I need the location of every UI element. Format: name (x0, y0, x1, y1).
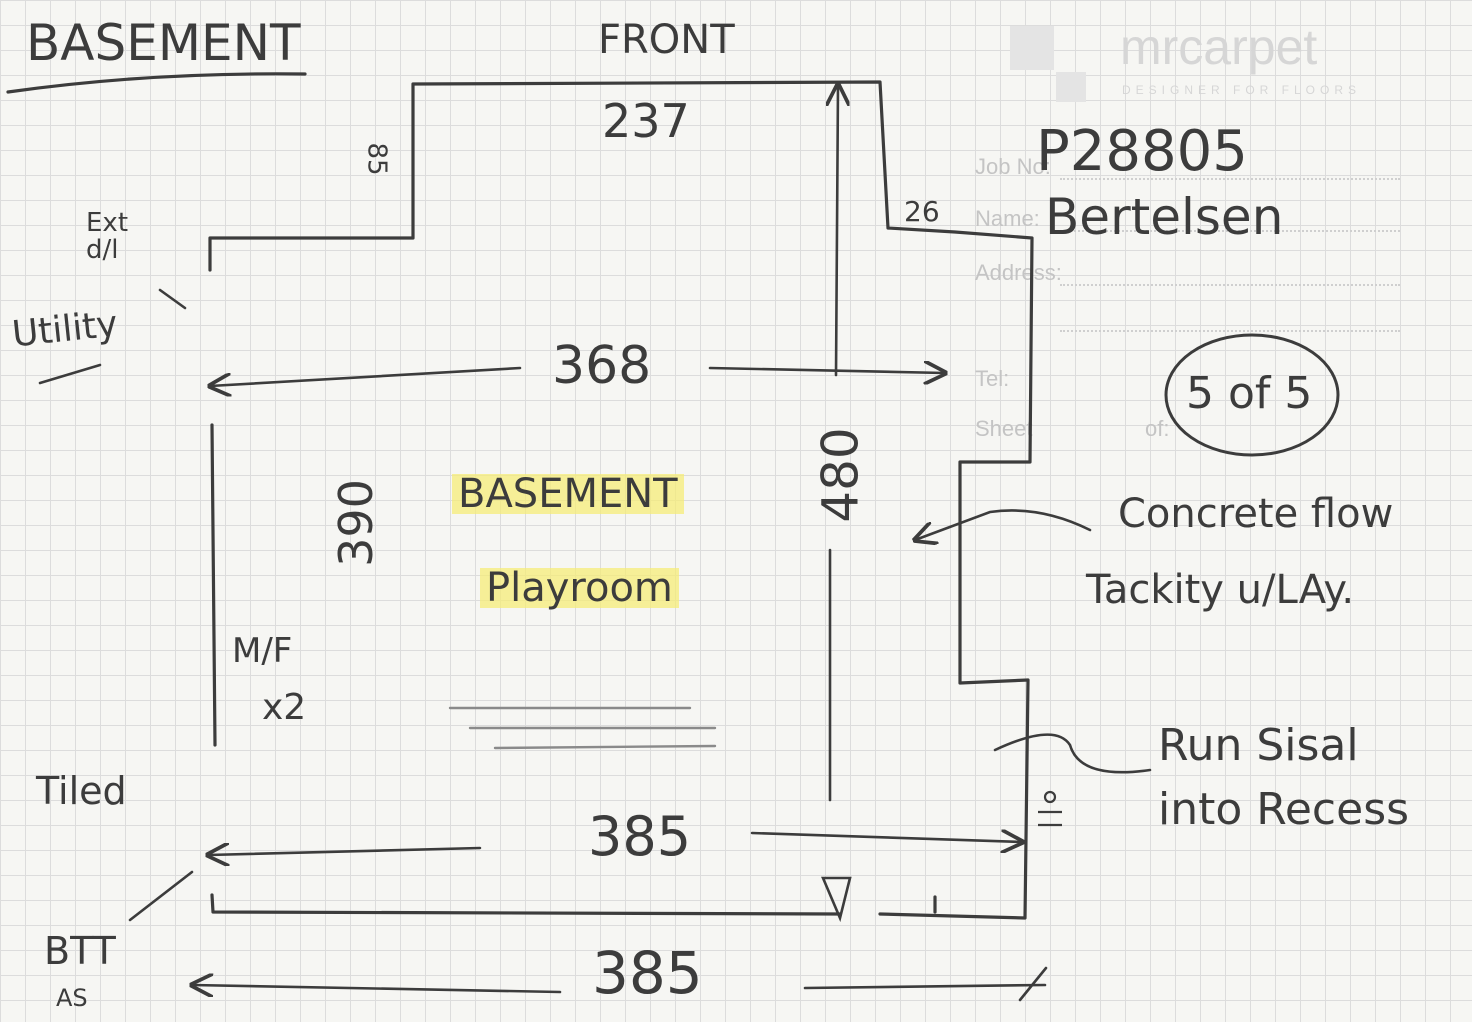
dim-width-lower: 385 (588, 805, 692, 868)
btt-callout-line (128, 870, 194, 922)
dim-368-left-arrow (210, 366, 522, 386)
dim-front-depth: 85 (361, 142, 392, 176)
plan-title: BASEMENT (26, 14, 301, 72)
job-no-line (1060, 178, 1400, 180)
tel-label: Tel: (975, 366, 1010, 391)
sheet-number: 5 of 5 (1186, 368, 1313, 419)
door-mf-note: M/F (232, 631, 293, 671)
brand-logo-square (1010, 26, 1054, 70)
ext-door-callout (158, 288, 187, 310)
room-outline-bottom-wall (210, 893, 842, 916)
sheet-label: Sheet (975, 416, 1033, 441)
room-name-line1: BASEMENT (452, 474, 684, 514)
brand-tagline: DESIGNER FOR FLOORS (1122, 83, 1362, 97)
address-label: Address: (975, 260, 1062, 285)
floor-note-line1: Concrete flow (1118, 491, 1394, 537)
dim-front-width: 237 (602, 94, 690, 148)
job-number: P28805 (1036, 119, 1248, 184)
floor-note-line2: Tackity u/LAy. (1086, 567, 1355, 613)
name-label: Name: (975, 206, 1040, 231)
dim-385-right-arrow (750, 833, 1022, 842)
dim-side-step: 26 (904, 195, 940, 228)
sisal-note-line2: into Recess (1158, 784, 1410, 835)
sisal-callout-line (993, 733, 1152, 774)
btt-note: BTT (44, 929, 116, 973)
front-label: FRONT (598, 17, 735, 63)
brand-name: mrcarpet (1120, 19, 1318, 75)
utility-underline-mark (38, 363, 102, 385)
dim-width-upper: 368 (552, 336, 652, 396)
address-line-2 (1060, 330, 1400, 332)
dim-height-right: 480 (811, 427, 870, 523)
ext-door-note: Ext d/l (86, 208, 129, 266)
recess-mark-circle (1043, 790, 1057, 804)
dim-385b-right-line (803, 983, 1047, 990)
tiled-note: Tiled (36, 769, 127, 813)
dim-height-left: 390 (328, 479, 383, 567)
title-underline (6, 72, 307, 94)
dim-385b-end-slash (1018, 966, 1048, 1002)
name-line (1050, 230, 1400, 232)
sheet-number-circle (1164, 333, 1340, 457)
room-outline-left-wall (210, 423, 217, 747)
concrete-callout-arrow (915, 509, 1092, 540)
dim-368-right-arrow (708, 368, 945, 373)
room-name-line2: Playroom (480, 568, 679, 608)
dim-385b-left-arrow (192, 985, 562, 992)
door-count-note: x2 (262, 687, 307, 728)
dim-width-bottom: 385 (592, 939, 703, 1007)
as-note: AS (56, 984, 88, 1012)
rug-line-3 (493, 744, 717, 750)
sisal-note-line1: Run Sisal (1158, 720, 1359, 771)
dim-480-up-arrow (836, 85, 838, 377)
dim-480-bottom-tick (821, 876, 852, 923)
of-label: of: (1145, 416, 1170, 441)
customer-name: Bertelsen (1045, 188, 1284, 246)
brand-logo-square-2 (1056, 72, 1086, 102)
dim-385-left-arrow (208, 848, 482, 855)
address-line (1060, 284, 1400, 286)
job-no-label: Job No: (975, 154, 1051, 179)
room-outline-top (208, 80, 1034, 920)
